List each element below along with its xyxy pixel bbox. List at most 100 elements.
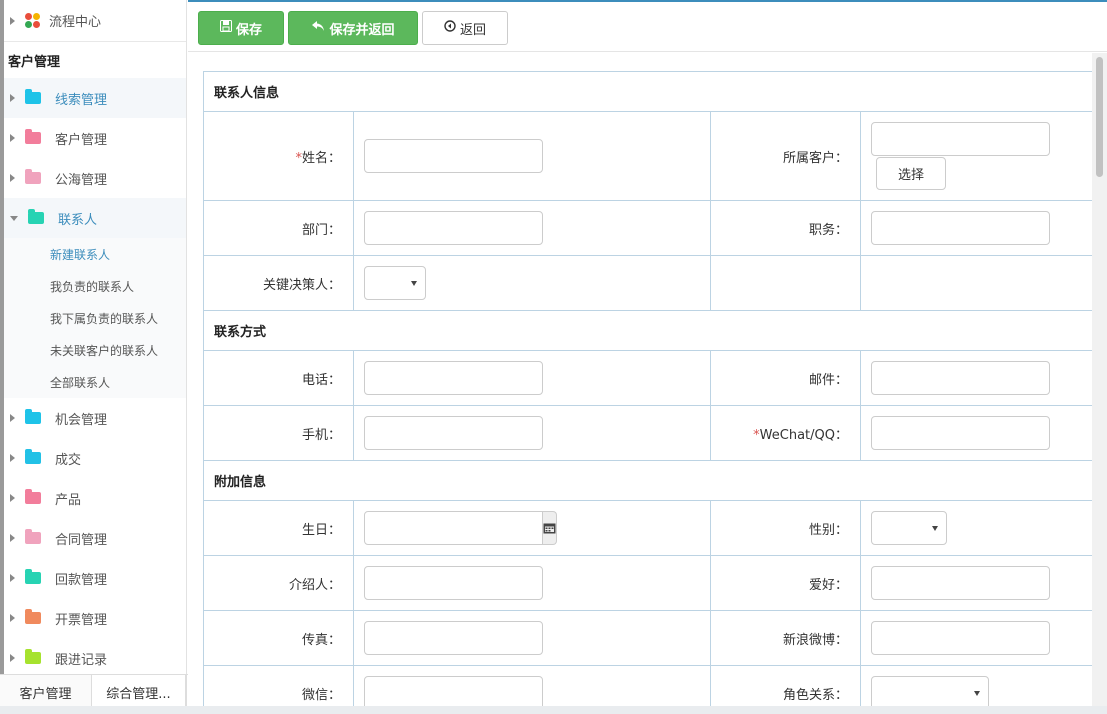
name-input[interactable]	[364, 139, 543, 173]
back-button[interactable]: 返回	[422, 11, 508, 45]
caret-right-icon	[10, 654, 15, 662]
caret-right-icon	[10, 134, 15, 142]
calendar-icon	[543, 523, 556, 534]
sidebar-item-label: 线索管理	[55, 92, 108, 108]
sidebar-item-label: 公海管理	[55, 172, 108, 188]
referrer-cell	[353, 555, 711, 611]
decision-maker-select[interactable]	[364, 266, 426, 300]
dept-input[interactable]	[364, 211, 543, 245]
sidebar-item-deals[interactable]: 成交	[4, 438, 186, 478]
contact-form-table: 联系人信息 *姓名： 所属客户： 选择 部门： 职务： 关键决策人：	[202, 71, 1092, 714]
weixin-input[interactable]	[364, 676, 543, 710]
dept-cell	[353, 200, 711, 256]
sidebar-item-products[interactable]: 产品	[4, 478, 186, 518]
save-and-return-button[interactable]: 保存并返回	[288, 11, 418, 45]
submenu-new-contact[interactable]: 新建联系人	[50, 247, 111, 262]
sidebar-item-label: 流程中心	[49, 15, 102, 30]
sidebar-item-label: 联系人	[58, 212, 98, 228]
customer-cell: 选择	[859, 111, 1092, 201]
email-input[interactable]	[871, 361, 1050, 395]
vertical-scrollbar[interactable]	[1092, 53, 1107, 714]
caret-right-icon	[10, 534, 15, 542]
sidebar-item-label: 产品	[55, 492, 82, 508]
weibo-input[interactable]	[871, 621, 1050, 655]
hobby-label: 爱好：	[710, 555, 861, 611]
sidebar-item-process-center[interactable]: 流程中心	[4, 0, 186, 42]
decision-cell	[353, 255, 711, 311]
name-label-text: 姓名：	[301, 150, 341, 166]
email-cell	[859, 350, 1092, 406]
select-customer-button[interactable]: 选择	[876, 157, 946, 190]
fax-cell	[353, 610, 711, 666]
fax-input[interactable]	[364, 621, 543, 655]
sidebar-item-label: 客户管理	[55, 132, 108, 148]
position-input[interactable]	[871, 211, 1050, 245]
hobby-input[interactable]	[871, 566, 1050, 600]
customer-input[interactable]	[871, 122, 1050, 156]
wechat-qq-input[interactable]	[871, 416, 1050, 450]
sidebar-item-payments[interactable]: 回款管理	[4, 558, 186, 598]
top-accent-line	[188, 0, 1107, 2]
sidebar-item-label: 跟进记录	[55, 652, 108, 668]
sidebar-item-leads[interactable]: 线索管理	[4, 78, 186, 118]
dept-label: 部门：	[203, 200, 354, 256]
referrer-input[interactable]	[364, 566, 543, 600]
sidebar-item-label: 机会管理	[55, 412, 108, 428]
save-button[interactable]: 保存	[198, 11, 284, 45]
mobile-input[interactable]	[364, 416, 543, 450]
submenu-unlinked-contacts[interactable]: 未关联客户的联系人	[50, 343, 159, 358]
sidebar-group-title: 客户管理	[8, 54, 61, 70]
folder-icon	[25, 609, 41, 624]
tab-customer-management[interactable]: 客户管理	[0, 675, 92, 709]
circle-left-icon	[444, 20, 456, 36]
hobby-cell	[859, 555, 1092, 611]
folder-icon	[25, 569, 41, 584]
calendar-button[interactable]	[543, 511, 557, 545]
sidebar-item-label: 合同管理	[55, 532, 108, 548]
weibo-label: 新浪微博：	[710, 610, 861, 666]
toolbar: 保存 保存并返回 返回	[188, 2, 1107, 52]
floppy-disk-icon	[219, 20, 232, 36]
contacts-submenu: 新建联系人 我负责的联系人 我下属负责的联系人 未关联客户的联系人 全部联系人	[4, 238, 186, 398]
folder-icon	[25, 489, 41, 504]
sidebar-item-opportunities[interactable]: 机会管理	[4, 398, 186, 438]
sidebar-item-contacts[interactable]: 联系人	[4, 198, 186, 238]
bottom-tabs: 客户管理 综合管理...	[0, 674, 202, 709]
mobile-cell	[353, 405, 711, 461]
position-label: 职务：	[710, 200, 861, 256]
submenu-my-contacts[interactable]: 我负责的联系人	[50, 279, 135, 294]
gender-select[interactable]	[871, 511, 947, 545]
caret-right-icon	[10, 574, 15, 582]
phone-label: 电话：	[203, 350, 354, 406]
form-content: 联系人信息 *姓名： 所属客户： 选择 部门： 职务： 关键决策人：	[188, 53, 1092, 714]
submenu-subordinate-contacts[interactable]: 我下属负责的联系人	[50, 311, 159, 326]
left-edge-bar	[0, 0, 4, 714]
folder-icon	[25, 409, 41, 424]
sidebar-item-label: 成交	[55, 452, 82, 468]
sidebar-item-customers[interactable]: 客户管理	[4, 118, 186, 158]
submenu-all-contacts[interactable]: 全部联系人	[50, 375, 111, 390]
folder-icon	[25, 649, 41, 664]
wechat-qq-cell	[859, 405, 1092, 461]
tab-general-management[interactable]: 综合管理...	[92, 675, 186, 709]
empty-cell	[859, 255, 1092, 311]
customer-label: 所属客户：	[710, 111, 861, 201]
birthday-input[interactable]	[364, 511, 543, 545]
flower-logo-icon	[25, 12, 41, 29]
save-and-return-label: 保存并返回	[329, 22, 395, 38]
scrollbar-thumb[interactable]	[1096, 57, 1103, 177]
sidebar-item-followups[interactable]: 跟进记录	[4, 638, 186, 678]
sidebar-item-invoices[interactable]: 开票管理	[4, 598, 186, 638]
sidebar-item-contracts[interactable]: 合同管理	[4, 518, 186, 558]
role-select[interactable]	[871, 676, 989, 710]
section-contact-methods: 联系方式	[202, 310, 1092, 351]
weixin-label: 微信：	[203, 665, 354, 714]
gender-label: 性别：	[710, 500, 861, 556]
required-mark: *	[753, 427, 760, 443]
folder-icon	[25, 89, 41, 104]
sidebar-item-public-pool[interactable]: 公海管理	[4, 158, 186, 198]
decision-maker-label: 关键决策人：	[203, 255, 354, 311]
phone-input[interactable]	[364, 361, 543, 395]
caret-right-icon	[10, 16, 15, 25]
name-cell	[353, 111, 711, 201]
